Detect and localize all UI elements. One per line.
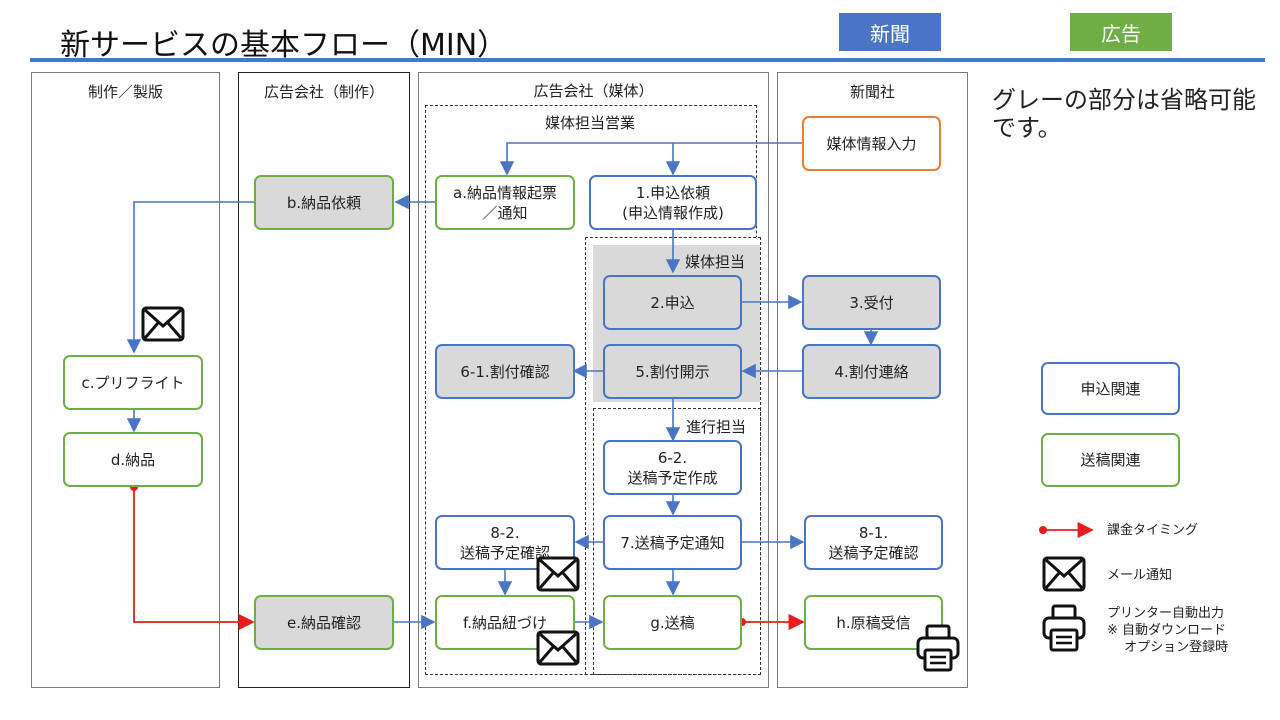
legend-printer-label: プリンター自動出力 ※ 自動ダウンロード オプション登録時 <box>1107 606 1229 655</box>
printer-icon <box>1042 604 1086 652</box>
box-5-allocation-disclosure: 5.割付開示 <box>603 344 742 399</box>
legend-submission-box: 送稿関連 <box>1041 433 1180 487</box>
printer-icon <box>916 624 960 672</box>
box-7-submission-notice: 7.送稿予定通知 <box>603 515 742 570</box>
box-g-submission: g.送稿 <box>603 595 742 650</box>
legend-mail-label: メール通知 <box>1107 568 1173 583</box>
box-4-allocation-notice: 4.割付連絡 <box>802 344 941 399</box>
box-2-application: 2.申込 <box>603 275 742 330</box>
envelope-icon <box>536 556 580 592</box>
section-media-staff-label: 媒体担当 <box>685 253 746 271</box>
section-progress-staff-label: 進行担当 <box>686 418 747 436</box>
ad-badge: 広告 <box>1070 13 1172 51</box>
box-d-delivery: d.納品 <box>63 432 203 487</box>
box-e-delivery-check: e.納品確認 <box>254 595 394 650</box>
box-6-2-submission-plan: 6-2. 送稿予定作成 <box>603 440 742 495</box>
box-media-info-input: 媒体情報入力 <box>802 116 941 171</box>
box-c-preflight: c.プリフライト <box>63 355 203 410</box>
lane-agency-media-title: 広告会社（媒体） <box>533 82 654 100</box>
lane-agency-media: 広告会社（媒体） <box>418 72 769 688</box>
legend-application-box: 申込関連 <box>1041 362 1180 415</box>
box-a-delivery-info: a.納品情報起票 ／通知 <box>435 175 575 230</box>
note-text: グレーの部分は省略可能 です。 <box>992 86 1256 142</box>
envelope-icon <box>1042 556 1086 592</box>
legend-billing-label: 課金タイミング <box>1107 523 1199 538</box>
envelope-icon <box>141 306 185 342</box>
lane-newspaper-title: 新聞社 <box>849 83 895 101</box>
box-1-application-request: 1.申込依頼 (申込情報作成) <box>589 175 757 230</box>
section-media-sales-label: 媒体担当営業 <box>545 114 636 132</box>
title-underline <box>30 58 1265 62</box>
box-b-delivery-request: b.納品依頼 <box>254 175 394 230</box>
box-3-reception: 3.受付 <box>802 275 941 330</box>
lane-newspaper: 新聞社 <box>777 72 968 688</box>
page-title: 新サービスの基本フロー（MIN） <box>60 28 508 63</box>
box-8-1-submission-check: 8-1. 送稿予定確認 <box>804 515 943 570</box>
lane-production-title: 制作／製版 <box>87 83 163 101</box>
lane-agency-production-title: 広告会社（制作） <box>263 83 384 101</box>
lane-production: 制作／製版 <box>31 72 220 688</box>
lane-agency-production: 広告会社（制作） <box>238 72 410 688</box>
envelope-icon <box>536 630 580 666</box>
newspaper-badge: 新聞 <box>839 13 941 51</box>
box-6-1-allocation-check: 6-1.割付確認 <box>435 344 575 399</box>
